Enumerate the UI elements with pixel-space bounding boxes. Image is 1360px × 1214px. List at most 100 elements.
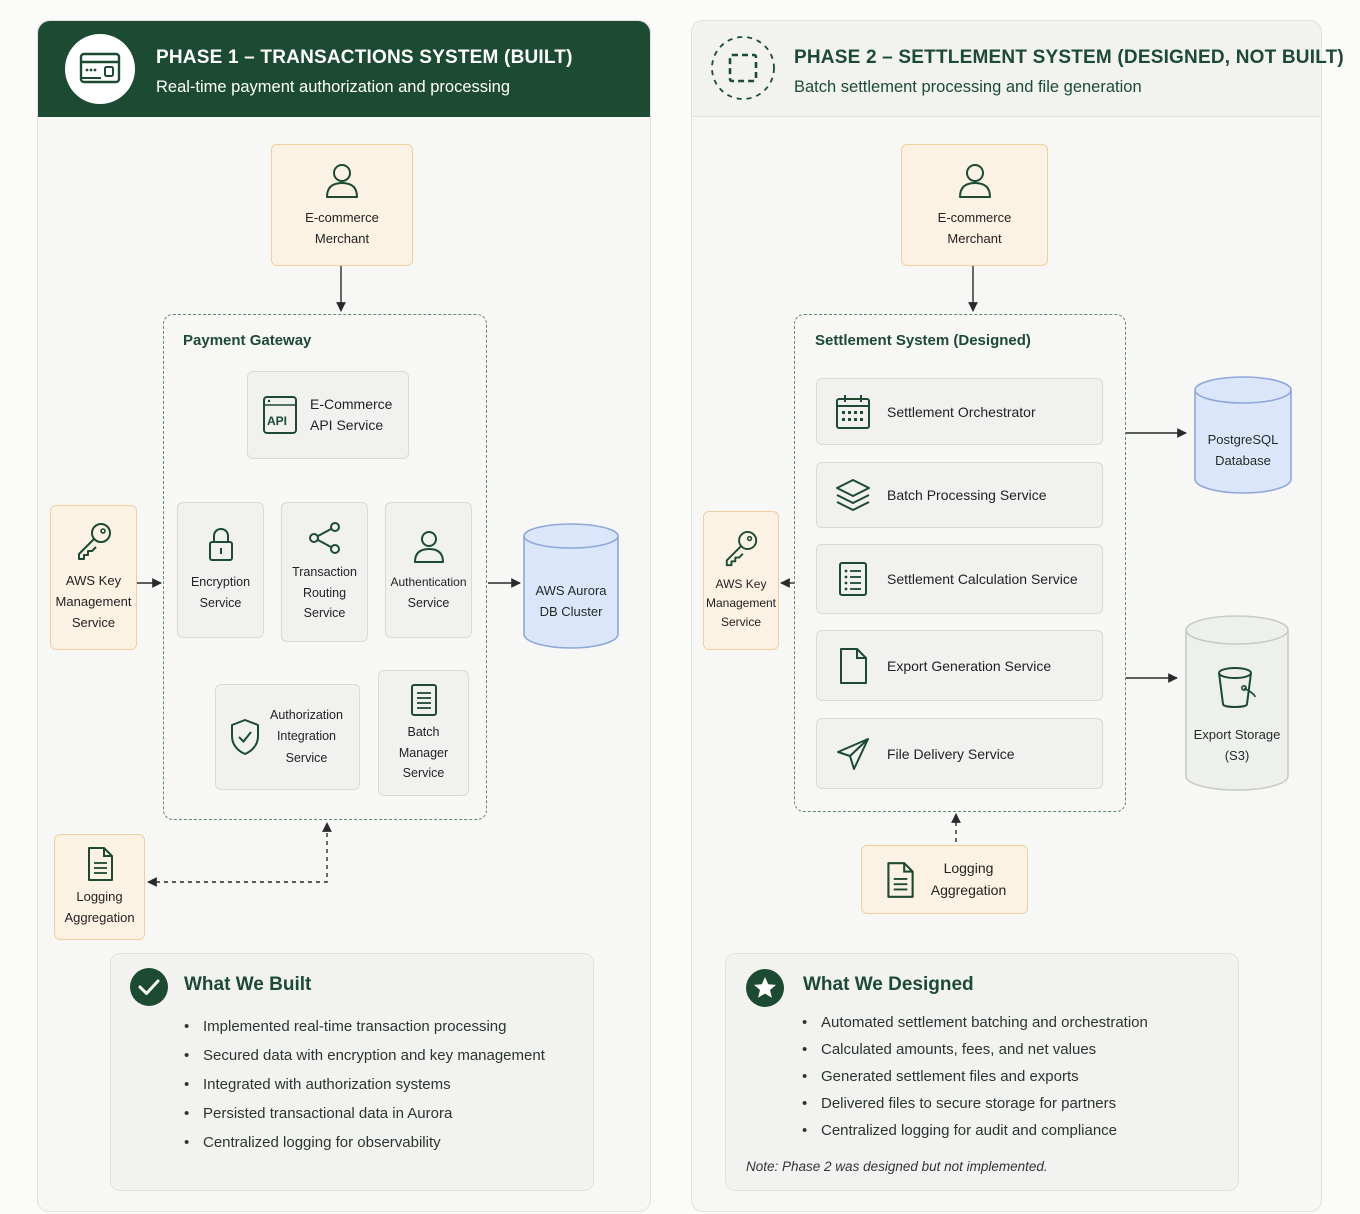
authentication-line2: Service	[407, 595, 450, 610]
kms-line1: AWS Key	[715, 576, 767, 591]
file-delivery-label: File Delivery Service	[887, 745, 1015, 762]
phase2-kms-node: AWS Key Management Service	[703, 511, 779, 650]
api-service-line1: E-Commerce	[310, 396, 393, 412]
designed-item: Delivered files to secure storage for pa…	[802, 1090, 1148, 1117]
check-circle-icon	[130, 968, 168, 1006]
built-item: Integrated with authorization systems	[184, 1070, 545, 1099]
phase2-note: Note: Phase 2 was designed but not imple…	[746, 1159, 1048, 1174]
phase1-logging-node: Logging Aggregation	[54, 834, 145, 940]
user-icon	[413, 530, 444, 563]
api-icon	[263, 396, 297, 434]
export-generation-service-node: Export Generation Service	[816, 630, 1103, 701]
key-icon	[77, 523, 111, 561]
merchant-label-line2: Merchant	[314, 231, 370, 246]
merchant-label-line1: E-commerce	[305, 210, 379, 226]
api-service-line2: API Service	[310, 417, 384, 433]
authorization-line2: Integration	[276, 729, 337, 744]
shield-check-icon	[231, 719, 259, 755]
s3-line2: (S3)	[1224, 747, 1250, 763]
calendar-icon	[836, 394, 870, 429]
batch-line1: Batch	[407, 725, 440, 740]
phase1-title: PHASE 1 – TRANSACTIONS SYSTEM (BUILT)	[156, 47, 573, 68]
export-generation-label: Export Generation Service	[887, 657, 1052, 674]
settlement-orchestrator-label: Settlement Orchestrator	[887, 403, 1036, 420]
authentication-line1: Authentication	[390, 574, 467, 589]
phase1-header: PHASE 1 – TRANSACTIONS SYSTEM (BUILT) Re…	[38, 21, 650, 117]
phase2-merchant-node: E-commerce Merchant	[901, 144, 1048, 266]
settlement-system-label: Settlement System (Designed)	[815, 332, 1031, 349]
ecommerce-api-service-node: API E-Commerce API Service	[247, 371, 409, 459]
designed-item: Generated settlement files and exports	[802, 1063, 1148, 1090]
designed-item: Calculated amounts, fees, and net values	[802, 1036, 1148, 1063]
designed-item: Automated settlement batching and orches…	[802, 1009, 1148, 1036]
postgres-line1: PostgreSQL	[1207, 432, 1279, 447]
what-we-designed-title: What We Designed	[803, 974, 974, 995]
bucket-icon	[1218, 667, 1256, 708]
phase1-kms-node: AWS Key Management Service	[50, 505, 137, 650]
encryption-service-node: Encryption Service	[177, 502, 264, 638]
encryption-line2: Service	[199, 596, 242, 610]
document-icon	[887, 861, 914, 898]
transaction-routing-service-node: Transaction Routing Service	[281, 502, 368, 642]
built-item: Persisted transactional data in Aurora	[184, 1099, 545, 1128]
settlement-system-group	[794, 314, 1126, 812]
settlement-calculation-label: Settlement Calculation Service	[887, 571, 1078, 587]
built-item: Centralized logging for observability	[184, 1128, 545, 1157]
settlement-calculation-service-node: Settlement Calculation Service	[816, 544, 1103, 614]
phase2-logging-node: Logging Aggregation	[861, 845, 1028, 914]
kms-line3: Service	[720, 615, 761, 630]
payment-terminal-icon	[65, 34, 135, 104]
authentication-service-node: Authentication Service	[385, 502, 472, 638]
user-icon	[958, 164, 991, 199]
list-icon	[839, 562, 867, 596]
logging-line2: Aggregation	[64, 910, 135, 925]
database-cylinder-shape	[523, 523, 619, 649]
encryption-line1: Encryption	[190, 575, 251, 590]
merchant-label-line2: Merchant	[947, 231, 1002, 246]
share-nodes-icon	[308, 522, 340, 555]
aurora-line1: AWS Aurora	[535, 583, 607, 598]
what-we-built-list: Implemented real-time transaction proces…	[184, 1012, 545, 1157]
routing-line2: Routing	[302, 585, 347, 600]
dashed-square-icon	[710, 35, 776, 101]
authorization-line3: Service	[285, 750, 328, 765]
star-circle-icon	[746, 969, 784, 1007]
built-item: Secured data with encryption and key man…	[184, 1041, 545, 1070]
phase2-subtitle: Batch settlement processing and file gen…	[794, 78, 1142, 96]
user-icon	[326, 164, 358, 199]
lock-icon	[208, 528, 233, 562]
batch-processing-label: Batch Processing Service	[887, 487, 1047, 503]
api-badge-text: API	[267, 414, 288, 428]
designed-item: Centralized logging for audit and compli…	[802, 1117, 1148, 1144]
logging-line2: Aggregation	[930, 881, 1007, 898]
authorization-line1: Authorization	[270, 708, 343, 723]
database-cylinder-shape	[1194, 376, 1292, 494]
merchant-label-line1: E-commerce	[937, 210, 1012, 226]
phase1-merchant-node: E-commerce Merchant	[271, 144, 413, 266]
settlement-orchestrator-node: Settlement Orchestrator	[816, 378, 1103, 445]
document-icon	[87, 847, 113, 882]
kms-line2: Management	[705, 595, 777, 610]
phase2-title: PHASE 2 – SETTLEMENT SYSTEM (DESIGNED, N…	[794, 47, 1344, 68]
storage-cylinder-shape	[1185, 615, 1289, 791]
routing-line3: Service	[303, 606, 346, 621]
payment-gateway-group	[163, 314, 487, 820]
aurora-line2: DB Cluster	[539, 604, 603, 620]
s3-line1: Export Storage	[1193, 727, 1281, 742]
paper-plane-icon	[837, 737, 869, 770]
routing-line1: Transaction	[292, 565, 357, 580]
built-item: Implemented real-time transaction proces…	[184, 1012, 545, 1041]
key-icon	[725, 530, 758, 566]
what-we-designed-card: What We Designed Automated settlement ba…	[725, 953, 1239, 1191]
what-we-built-card: What We Built Implemented real-time tran…	[110, 953, 594, 1191]
file-delivery-service-node: File Delivery Service	[816, 718, 1103, 789]
payment-gateway-label: Payment Gateway	[183, 332, 312, 349]
phase2-header: PHASE 2 – SETTLEMENT SYSTEM (DESIGNED, N…	[692, 21, 1344, 117]
postgresql-database-node: PostgreSQL Database	[1193, 375, 1293, 495]
batch-line2: Manager	[398, 745, 449, 760]
file-icon	[840, 647, 867, 684]
what-we-built-title: What We Built	[184, 974, 312, 995]
aurora-db-cluster-node: AWS Aurora DB Cluster	[522, 522, 620, 650]
batch-line3: Service	[402, 766, 445, 781]
batch-processing-service-node: Batch Processing Service	[816, 462, 1103, 528]
